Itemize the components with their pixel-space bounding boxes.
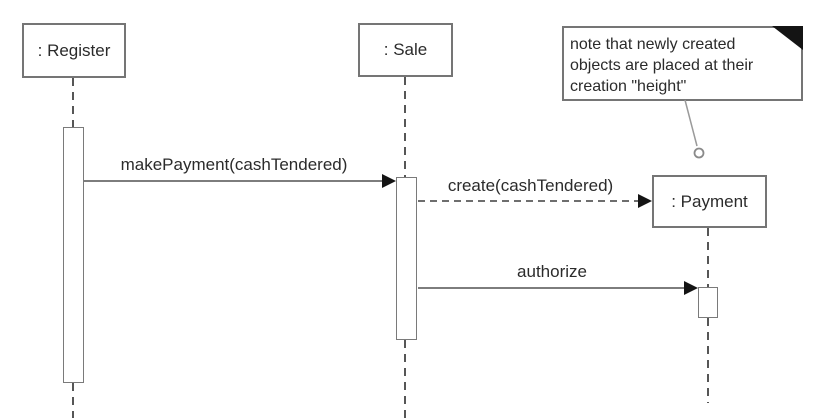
message-create-label: create(cashTendered) xyxy=(447,176,614,195)
sale-activation-bar xyxy=(396,177,417,340)
payment-object-label: : Payment xyxy=(671,191,748,211)
message-create-line xyxy=(418,200,639,202)
register-activation-bar xyxy=(63,127,84,383)
note-text-line: creation "height" xyxy=(570,78,687,95)
payment-activation-bar xyxy=(698,287,718,318)
message-create-arrowhead-icon xyxy=(638,194,652,208)
sale-object-label: : Sale xyxy=(383,40,428,59)
register-object-box: : Register xyxy=(22,23,126,78)
message-authorize-line xyxy=(418,287,685,289)
note-connector xyxy=(684,99,705,159)
note-anchor-circle-icon xyxy=(693,147,705,159)
note-connector-line xyxy=(684,99,698,147)
payment-lifeline-upper xyxy=(707,228,709,288)
register-lifeline-lower xyxy=(72,383,74,418)
message-makepayment-label: makePayment(cashTendered) xyxy=(120,155,348,174)
sale-lifeline-upper xyxy=(404,77,406,178)
note-box: note that newly created objects are plac… xyxy=(562,26,803,101)
sale-lifeline-lower xyxy=(404,340,406,418)
payment-object-box: : Payment xyxy=(652,175,767,228)
note-text-line: objects are placed at their xyxy=(570,57,754,74)
message-authorize-label: authorize xyxy=(517,262,587,281)
register-object-label: : Register xyxy=(37,40,111,60)
message-makepayment-line xyxy=(84,180,383,182)
payment-lifeline-lower xyxy=(707,318,709,403)
sale-object-box: : Sale xyxy=(358,23,453,77)
message-authorize-arrowhead-icon xyxy=(684,281,698,295)
note-text-line: note that newly created xyxy=(570,36,736,53)
message-makepayment-arrowhead-icon xyxy=(382,174,396,188)
register-lifeline-upper xyxy=(72,78,74,128)
